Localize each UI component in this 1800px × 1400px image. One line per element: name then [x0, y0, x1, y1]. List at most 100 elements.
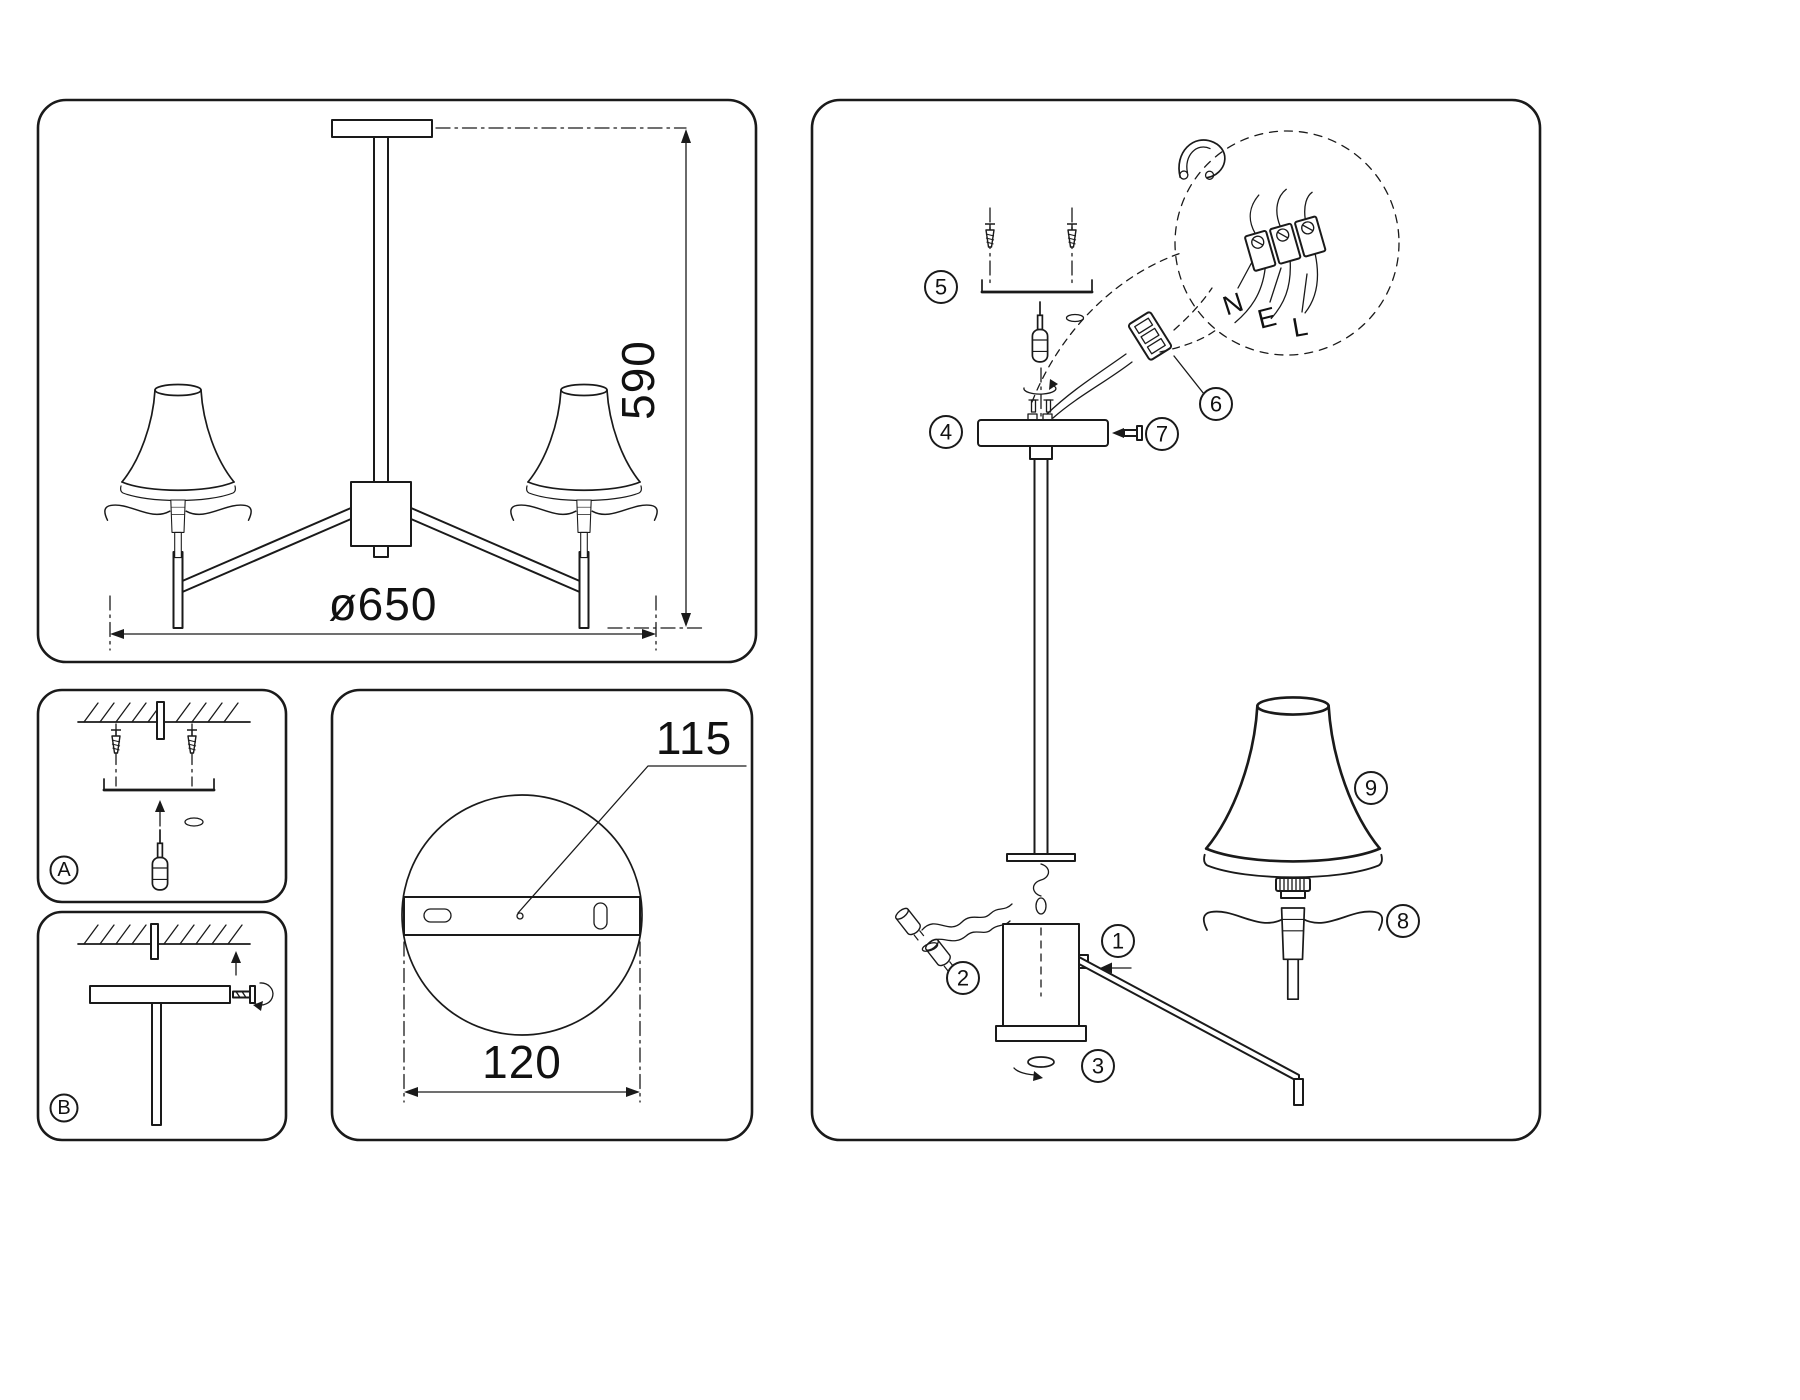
step5-marker: 5 [924, 270, 958, 304]
wire [1052, 361, 1133, 419]
cross-bar [1006, 853, 1076, 862]
step1-marker: 1 [1101, 924, 1135, 958]
bracket-panel: 115 120 [330, 688, 754, 1142]
detail-a-marker: A [49, 855, 79, 885]
step4-marker: 4 [929, 415, 963, 449]
nel-leaders [1237, 261, 1308, 313]
step1-label: 1 [1112, 929, 1124, 954]
lock-ring [1027, 1056, 1055, 1068]
hub-finial [373, 545, 389, 558]
hole-spacing-dimension: 115 [517, 712, 747, 914]
magnify-leader [1173, 287, 1213, 331]
step1-arrow [1100, 962, 1132, 974]
chain-link-icon [1035, 897, 1047, 915]
cable-clamp-icon [1178, 139, 1226, 180]
height-dimension-label: 590 [612, 340, 664, 420]
wall-anchor-icon [110, 729, 122, 754]
step2-marker: 2 [946, 961, 980, 995]
wire [927, 920, 1011, 945]
ceiling-pin [150, 923, 159, 960]
screwdriver-icon [1031, 301, 1049, 363]
step2-label: 2 [957, 966, 969, 991]
bracket-panel-border [330, 688, 754, 1142]
mounting-detail-a: A [36, 688, 288, 904]
diameter-dimension-label: ø650 [329, 578, 438, 630]
assembly-panel: 5 6 [810, 98, 1542, 1142]
bracket-width-label: 120 [482, 1036, 562, 1088]
panel-b-border [36, 910, 288, 1142]
step9-label: 9 [1365, 776, 1377, 801]
diameter-dimension: ø650 [109, 578, 657, 651]
center-hole [516, 912, 524, 920]
mounting-bracket-a [102, 778, 216, 792]
wall-anchor-icon [1066, 223, 1078, 248]
assembly-panel-border [810, 98, 1542, 1142]
s-hook-icon [1032, 863, 1050, 897]
step5-group: 5 [924, 207, 1094, 363]
step7-screw [1112, 425, 1143, 441]
canopy-plate [977, 419, 1109, 447]
magnify-leader [1031, 251, 1185, 403]
wall-anchor-icon [186, 729, 198, 754]
up-arrow-b [231, 951, 241, 976]
side-screw-b [232, 982, 274, 1011]
ceiling-plate [331, 119, 433, 138]
washer-icon [184, 817, 204, 827]
center-hub [350, 481, 412, 547]
ceiling-hatch-a [77, 701, 251, 740]
canopy-fasteners [1023, 379, 1058, 413]
up-arrow-a [155, 800, 165, 827]
step9-marker: 9 [1354, 771, 1388, 805]
rod-group [1006, 445, 1076, 915]
chandelier-drawing [104, 119, 658, 629]
magnify-leader [1159, 329, 1217, 353]
step3-marker: 3 [1081, 1049, 1115, 1083]
detail-b-marker: B [49, 1093, 79, 1123]
washer-icon [1065, 313, 1085, 323]
step6-leader [1173, 355, 1205, 395]
detail-a-label: A [57, 859, 71, 881]
rod-b [151, 1002, 162, 1126]
lamp-socket [1280, 907, 1306, 1001]
rod-collar [1029, 445, 1053, 460]
step6-label: 6 [1210, 392, 1222, 417]
terminal-block [1234, 188, 1327, 324]
step4-group: 4 7 [929, 413, 1179, 451]
step8-label: 8 [1397, 909, 1409, 934]
arm-tip [1293, 1078, 1304, 1106]
step6-marker: 6 [1199, 387, 1233, 421]
slot-horizontal [423, 908, 452, 923]
wire-neutral-label: N [1219, 287, 1247, 322]
detail-b-label: B [57, 1097, 70, 1119]
right-candle-post [578, 551, 590, 629]
panel-a-border [36, 688, 288, 904]
hub-bottom-plate [995, 1025, 1087, 1042]
wire [1046, 353, 1127, 415]
wiring-detail: N E L [1174, 130, 1400, 356]
ceiling-pin [156, 701, 165, 740]
overview-panel: 590 ø650 [36, 98, 758, 664]
step2-group: 2 [893, 903, 1013, 995]
wire [921, 903, 1013, 931]
height-dimension: 590 [435, 127, 703, 629]
canopy-circle [401, 794, 643, 1036]
right-socket [576, 499, 592, 559]
left-arm [179, 507, 352, 594]
step5-label: 5 [935, 275, 947, 300]
shade-ring [1275, 877, 1311, 899]
step8-marker: 8 [1386, 904, 1420, 938]
bracket-bar [403, 896, 641, 936]
hub-group: 3 1 [995, 923, 1304, 1106]
bracket-width-dimension: 120 [403, 941, 641, 1103]
left-candle-post [172, 551, 184, 629]
mounting-plate-b [89, 985, 231, 1004]
hole-spacing-label: 115 [656, 712, 732, 764]
plug-icon [893, 905, 928, 944]
ceiling-hatch-b [77, 923, 251, 960]
hub-body [1002, 923, 1080, 1027]
left-shade [119, 383, 237, 502]
shade-group: 9 8 [1202, 696, 1420, 1001]
mounting-detail-b: B [36, 910, 288, 1142]
